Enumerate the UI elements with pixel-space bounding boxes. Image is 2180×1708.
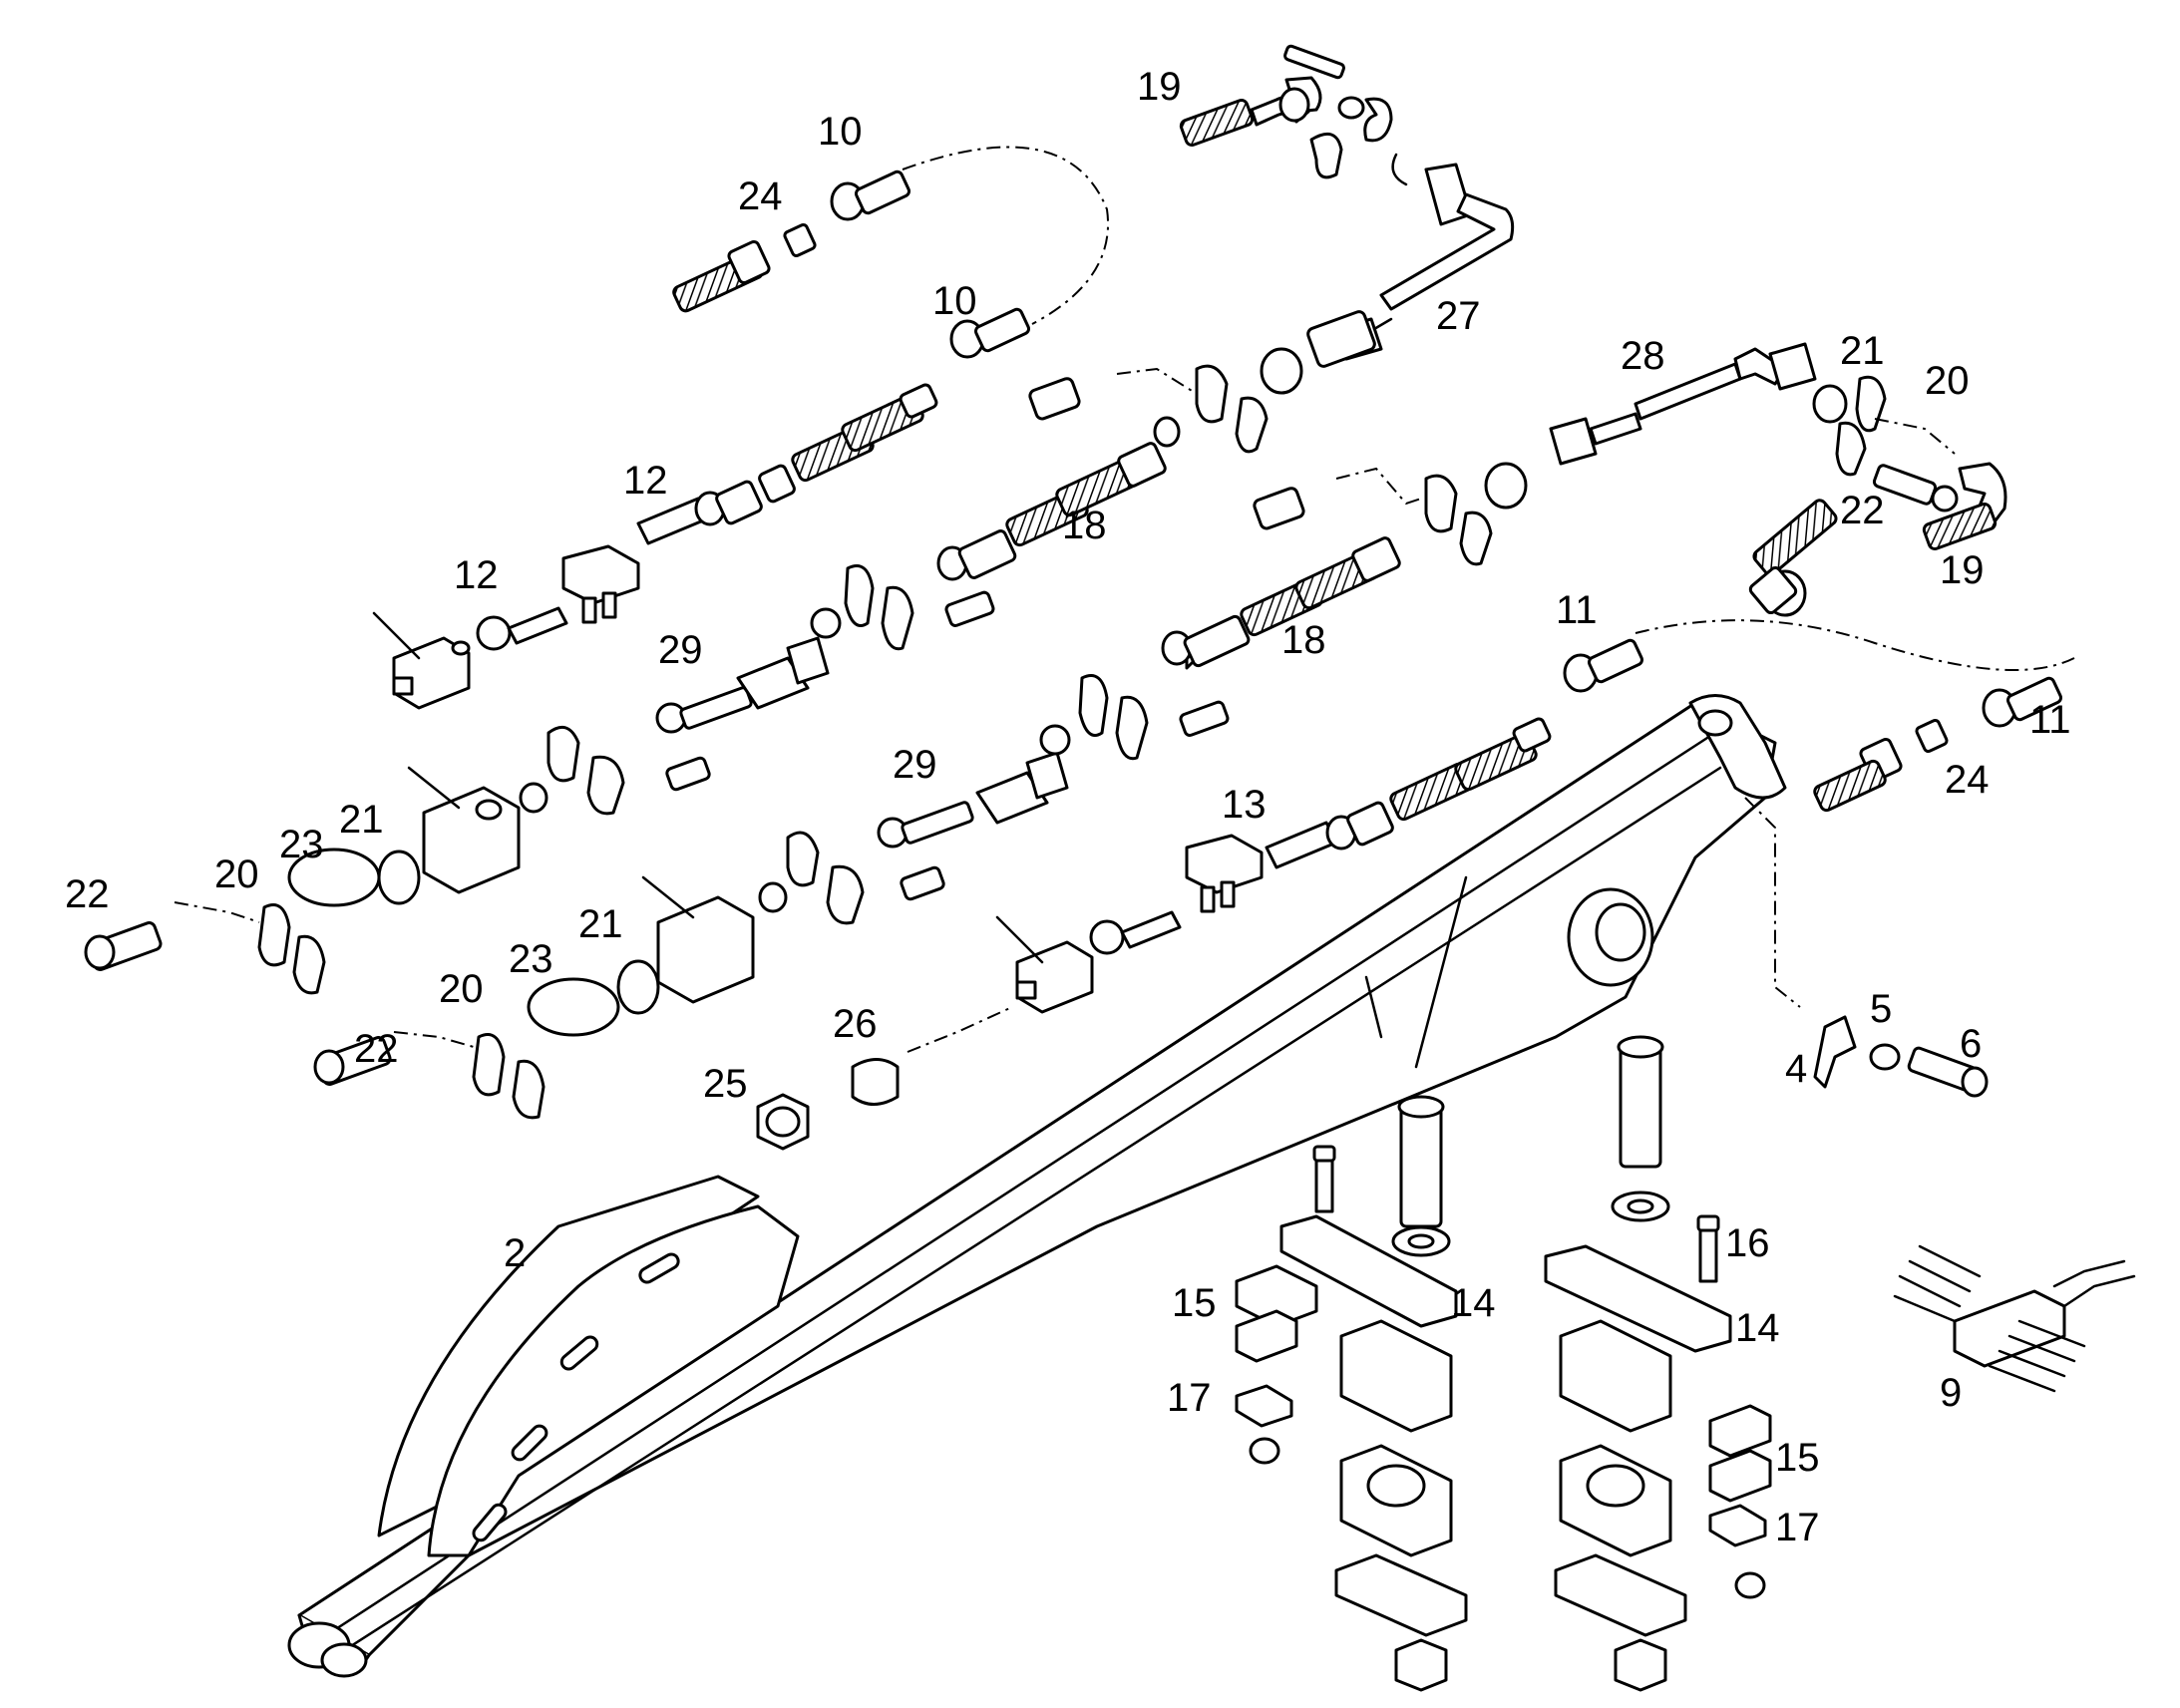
callout-27: 27	[1436, 294, 1481, 338]
callout-18-upper: 18	[1062, 504, 1107, 547]
callout-6: 6	[1960, 1022, 1982, 1066]
callout-25: 25	[703, 1062, 748, 1106]
callout-20-left: 20	[214, 853, 259, 896]
callout-17-left: 17	[1167, 1376, 1212, 1420]
callout-21-top-right: 21	[1840, 329, 1885, 373]
callout-21-lower: 21	[578, 902, 623, 946]
upper-hose-assembly	[672, 44, 1515, 361]
clamp-stack-left	[1235, 1095, 1468, 1692]
hose-assembly-upper	[372, 310, 1376, 710]
callout-12-mid: 12	[623, 459, 668, 503]
callout-10-top: 10	[818, 110, 863, 154]
callout-9: 9	[1940, 1371, 1962, 1415]
hose-assembly-middle	[84, 564, 995, 995]
hose-assembly-lower	[313, 619, 2075, 1151]
callout-14-right: 14	[1735, 1306, 1780, 1350]
callout-19-right: 19	[1940, 548, 1985, 592]
hose-assembly-right	[1161, 342, 2007, 1098]
callout-5: 5	[1870, 987, 1892, 1031]
callout-2: 2	[504, 1231, 526, 1275]
clamp-stack-right	[1544, 1035, 1772, 1692]
callout-15-right: 15	[1775, 1436, 1820, 1480]
callout-20-lower: 20	[439, 967, 484, 1011]
callout-13: 13	[1222, 783, 1267, 827]
callout-23-left: 23	[279, 823, 324, 866]
callout-4: 4	[1785, 1047, 1807, 1091]
callout-23-lower: 23	[509, 937, 553, 981]
callout-29-upper: 29	[658, 628, 703, 672]
callout-22-right: 22	[1840, 489, 1885, 532]
callout-28: 28	[1621, 334, 1665, 378]
callout-labels: 2 4 5 6 9 10 10 11 11 12 12 12 13 14 14 …	[65, 65, 2071, 1549]
callout-22-lower: 22	[354, 1027, 399, 1071]
callout-11-left: 11	[1556, 588, 1598, 632]
callout-12-left: 12	[454, 553, 499, 597]
callout-29-lower: 29	[893, 743, 937, 787]
callout-15-left: 15	[1172, 1281, 1217, 1325]
callout-18-lower: 18	[1281, 618, 1326, 662]
connector-block	[1893, 1244, 2136, 1393]
callout-20-top-right: 20	[1925, 359, 1970, 403]
callout-22-left: 22	[65, 872, 110, 916]
callout-10-mid: 10	[932, 279, 977, 323]
callout-24-right: 24	[1945, 758, 1990, 802]
callout-26: 26	[833, 1002, 878, 1046]
callout-11-right: 11	[2029, 698, 2071, 742]
callout-19-top: 19	[1137, 65, 1182, 109]
boom-arm	[287, 694, 1787, 1678]
callout-14-left: 14	[1451, 1281, 1496, 1325]
callout-21-left: 21	[339, 798, 384, 842]
callout-17-right: 17	[1775, 1506, 1820, 1549]
callout-16: 16	[1725, 1221, 1770, 1265]
callout-24-top: 24	[738, 174, 783, 218]
